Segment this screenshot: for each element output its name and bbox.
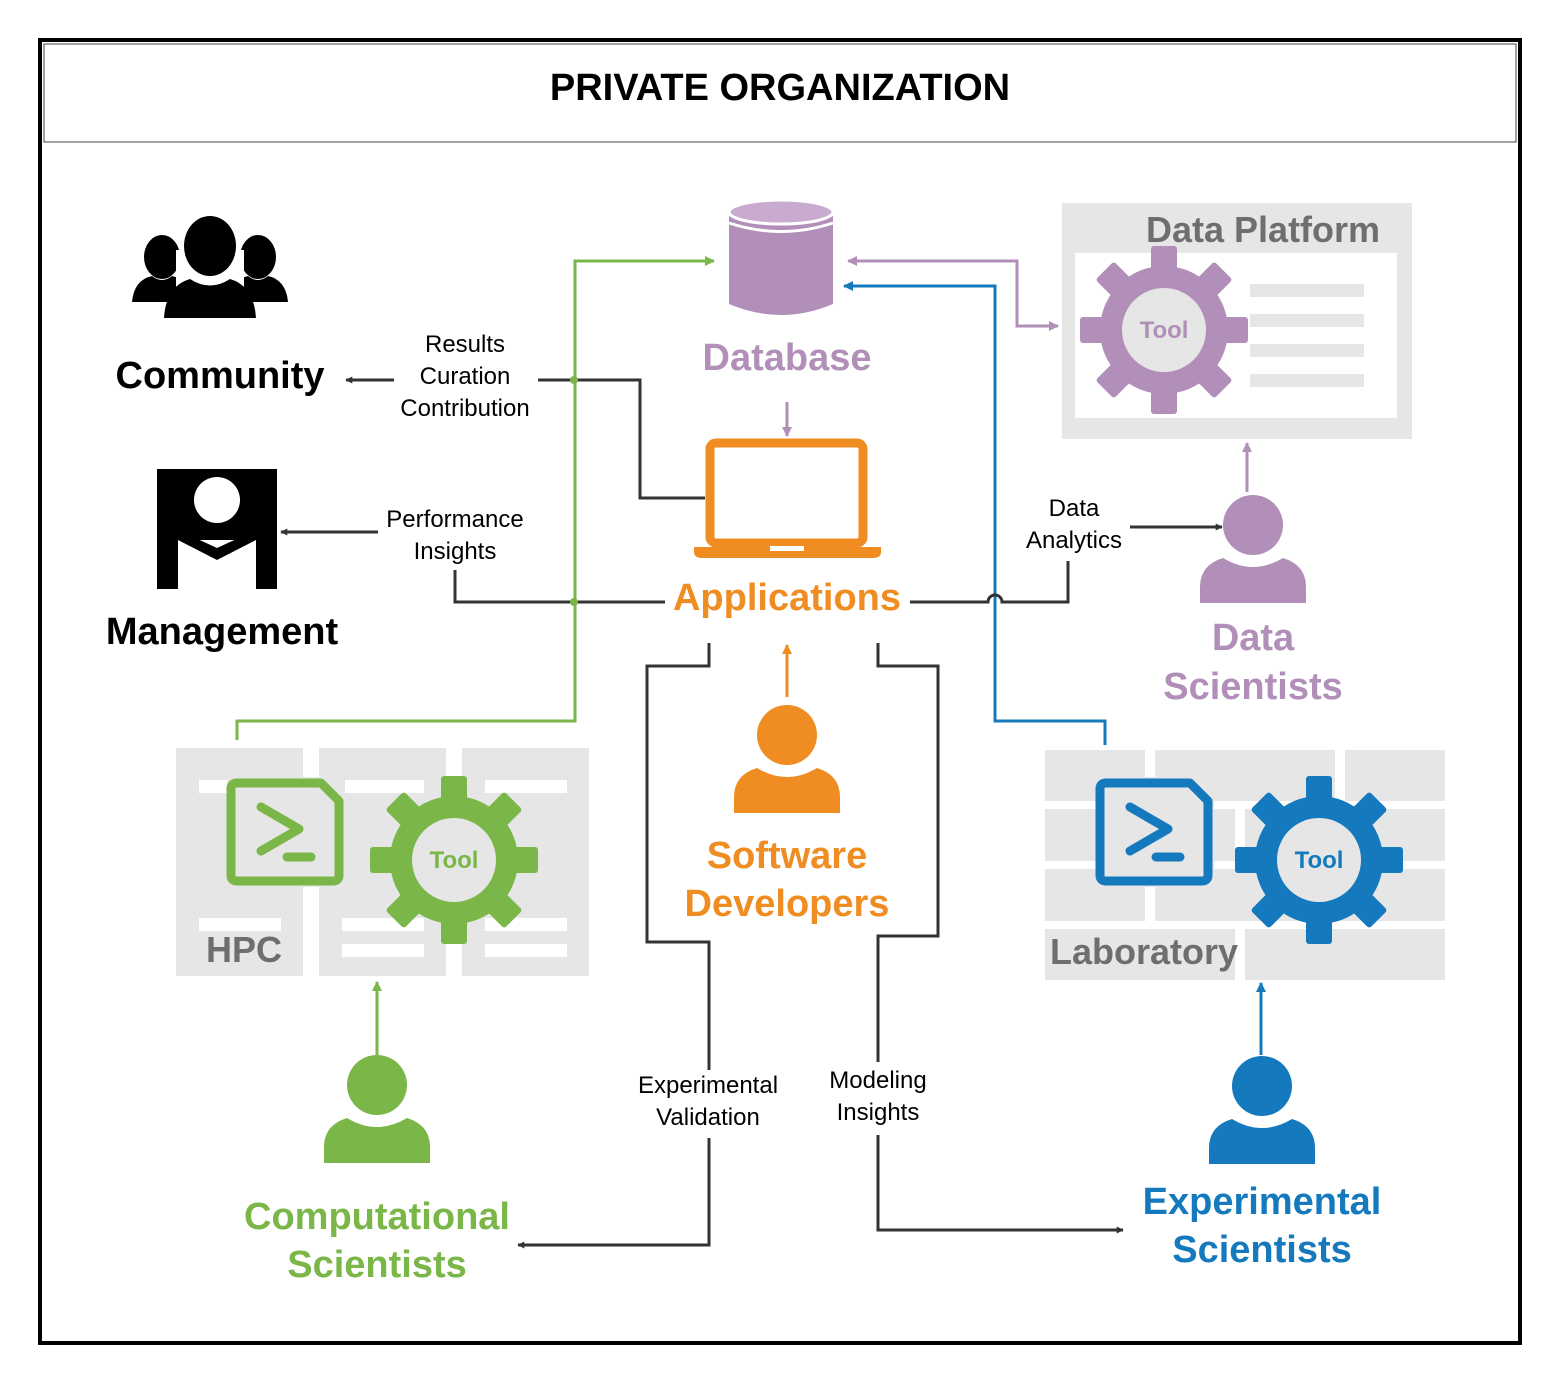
applications-to-management-connector: [453, 570, 665, 604]
junction-dot: [570, 598, 578, 606]
edge-label-results: Results: [425, 331, 505, 358]
data-scientists-label-line1: Data: [1212, 617, 1295, 659]
gear-icon: [1080, 246, 1248, 414]
edge-label-analytics: Analytics: [1026, 527, 1122, 554]
gear-icon: [1235, 776, 1403, 944]
hpc-to-database-connector: [235, 256, 715, 740]
edge-label-modeling: Modeling: [829, 1067, 926, 1094]
edge-label-validation: Validation: [656, 1104, 760, 1131]
hpc-tool-label: Tool: [430, 847, 479, 874]
laboratory-terminal-file-icon: [1096, 777, 1214, 887]
computational-scientists-label-line2: Scientists: [287, 1244, 467, 1286]
modeling-to-experimental-connector: [876, 1135, 1124, 1234]
hpc-label: HPC: [206, 929, 282, 970]
modeling-bracket-connector: [876, 643, 940, 1062]
database-label: Database: [703, 337, 872, 379]
gear-icon: [370, 776, 538, 944]
edge-label-curation: Curation: [420, 363, 511, 390]
experimental-scientists-label-line1: Experimental: [1143, 1181, 1382, 1223]
validation-bracket-connector: [645, 643, 711, 1070]
edge-label-insights: Insights: [414, 538, 497, 565]
management-icon: [157, 469, 277, 589]
management-label: Management: [106, 611, 339, 653]
experimental-scientists-label-line2: Scientists: [1172, 1229, 1352, 1271]
software-developers-label-line1: Software: [707, 835, 867, 877]
hpc-terminal-file-icon: [227, 777, 345, 887]
edge-label-experimental: Experimental: [638, 1072, 778, 1099]
applications-to-community-connector: [538, 378, 705, 500]
applications-label-bg: [668, 578, 908, 626]
database-platform-connector: [847, 256, 1059, 331]
laboratory-label: Laboratory: [1050, 931, 1238, 972]
data-scientists-label-line2: Scientists: [1163, 666, 1343, 708]
laptop-icon: [694, 438, 881, 558]
applications-to-data-scientists-connector: [910, 561, 1070, 604]
edge-label-performance: Performance: [386, 506, 523, 533]
data-platform-label: Data Platform: [1146, 209, 1380, 250]
edge-label-data: Data: [1049, 495, 1100, 522]
validation-to-computational-connector: [517, 1138, 711, 1249]
computational-scientists-label-line1: Computational: [244, 1196, 510, 1238]
edge-label-contribution: Contribution: [400, 395, 529, 422]
laboratory-tool-label: Tool: [1295, 847, 1344, 874]
page-title: PRIVATE ORGANIZATION: [550, 67, 1010, 109]
software-developers-label-line2: Developers: [685, 883, 890, 925]
applications-label: Applications: [673, 577, 901, 619]
edge-label-modeling-insights: Insights: [837, 1099, 920, 1126]
junction-dot: [570, 376, 578, 384]
title-bar: [43, 43, 1517, 143]
data-platform-tool-label: Tool: [1140, 317, 1189, 344]
community-people-icon: [132, 216, 288, 320]
community-label: Community: [116, 355, 325, 397]
database-icon: [727, 198, 835, 315]
